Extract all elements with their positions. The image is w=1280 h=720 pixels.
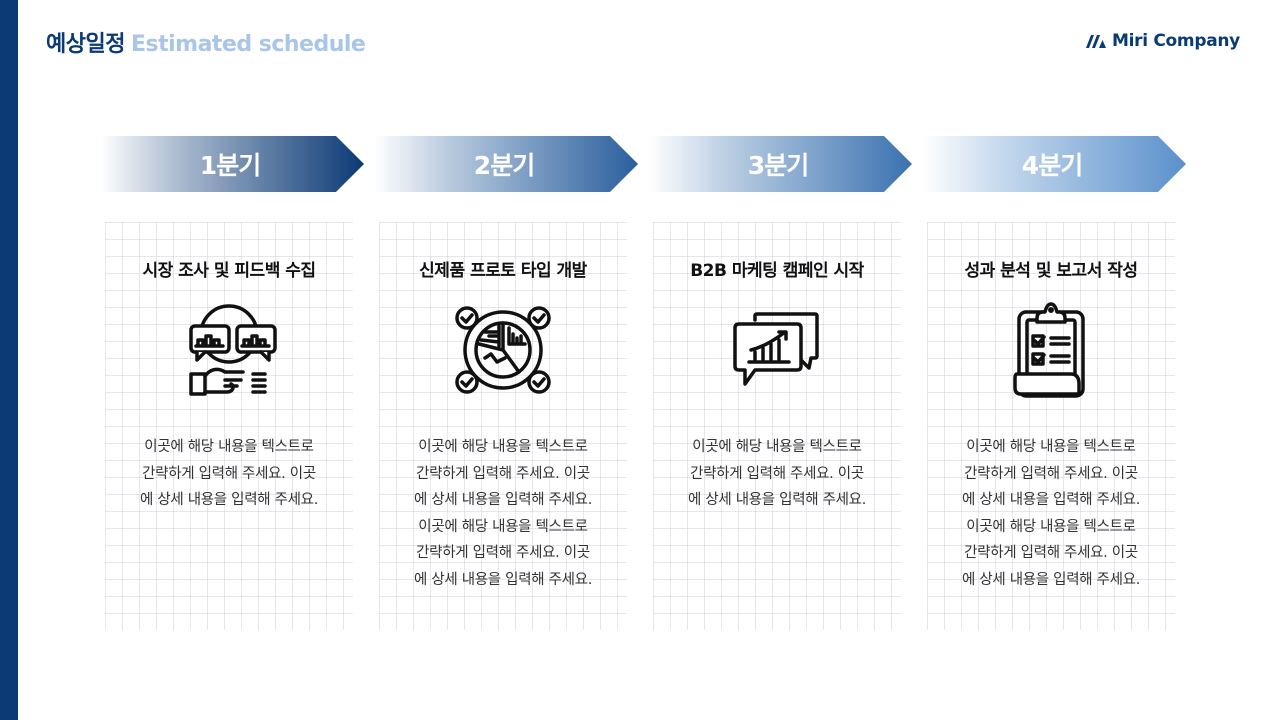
page-title-korean: 예상일정 [46, 32, 125, 57]
description-line: 에 상세 내용을 입력해 주세요. [139, 492, 319, 508]
description-line: 에 상세 내용을 입력해 주세요. [413, 492, 593, 508]
page-title-english: Estimated schedule [130, 32, 366, 57]
logo-text: Miri Company [1112, 31, 1240, 51]
description-line: 에 상세 내용을 입력해 주세요. [413, 571, 593, 588]
logo-mark-icon [1086, 35, 1106, 48]
quarter-arrow-1: 1분기 [100, 136, 364, 192]
card-title: 성과 분석 및 보고서 작성 [964, 261, 1138, 281]
description-line: 이곳에 해당 내용을 텍스트로 [692, 439, 862, 455]
quarter-card-3: B2B 마케팅 캠페인 시작 이곳에 해당 내용을 텍스트로 간략하게 입력해 … [653, 222, 901, 630]
description-line: 이곳에 해당 내용을 텍스트로 [144, 439, 314, 455]
card-description: 이곳에 해당 내용을 텍스트로 간략하게 입력해 주세요. 이곳 에 상세 내용… [379, 434, 627, 593]
quarter-card-2: 신제품 프로토 타입 개발 이곳에 해당 내용을 텍스트로 간략하게 입력해 주… [379, 222, 627, 630]
card-title: 신제품 프로토 타입 개발 [419, 261, 587, 281]
quarter-label: 1분기 [199, 151, 261, 180]
description-line: 간략하게 입력해 주세요. 이곳 [964, 465, 1138, 482]
quarter-label: 2분기 [473, 151, 535, 180]
description-line: 에 상세 내용을 입력해 주세요. [687, 492, 867, 508]
card-description: 이곳에 해당 내용을 텍스트로 간략하게 입력해 주세요. 이곳 에 상세 내용… [105, 434, 353, 514]
card-title: 시장 조사 및 피드백 수집 [142, 261, 316, 281]
card-description: 이곳에 해당 내용을 텍스트로 간략하게 입력해 주세요. 이곳 에 상세 내용… [653, 434, 901, 514]
quarter-label: 4분기 [1021, 151, 1083, 180]
card-description: 이곳에 해당 내용을 텍스트로 간략하게 입력해 주세요. 이곳 에 상세 내용… [927, 434, 1175, 593]
card-title: B2B 마케팅 캠페인 시작 [690, 261, 864, 281]
quarter-arrow-2: 2분기 [374, 136, 638, 192]
description-line: 간략하게 입력해 주세요. 이곳 [416, 465, 590, 482]
quarter-card-1: 시장 조사 및 피드백 수집 이곳에 해당 내용을 텍스트로 간략하게 입력해 … [105, 222, 353, 630]
clipboard-checklist-icon [999, 302, 1103, 398]
description-line: 간략하게 입력해 주세요. 이곳 [964, 545, 1138, 561]
description-line: 에 상세 내용을 입력해 주세요. [961, 571, 1141, 588]
description-line: 이곳에 해당 내용을 텍스트로 [418, 439, 588, 455]
quarter-label: 3분기 [747, 151, 809, 180]
description-line: 이곳에 해당 내용을 텍스트로 [418, 518, 588, 535]
description-line: 간략하게 입력해 주세요. 이곳 [690, 465, 864, 482]
left-accent-bar [0, 0, 18, 720]
description-line: 이곳에 해당 내용을 텍스트로 [966, 439, 1136, 455]
quarter-arrow-3: 3분기 [648, 136, 912, 192]
company-logo: Miri Company [1084, 31, 1240, 51]
description-line: 간략하게 입력해 주세요. 이곳 [142, 465, 316, 482]
description-line: 에 상세 내용을 입력해 주세요. [961, 492, 1141, 508]
feedback-survey-icon [177, 302, 281, 398]
description-line: 이곳에 해당 내용을 텍스트로 [966, 518, 1136, 535]
quarter-arrow-4: 4분기 [922, 136, 1186, 192]
description-line: 간략하게 입력해 주세요. 이곳 [416, 545, 590, 561]
quarter-card-4: 성과 분석 및 보고서 작성 이곳에 해당 내용을 텍스트로 간략하게 입력해 … [927, 222, 1175, 630]
pie-chart-check-icon [451, 302, 555, 398]
chat-growth-chart-icon [725, 302, 829, 398]
